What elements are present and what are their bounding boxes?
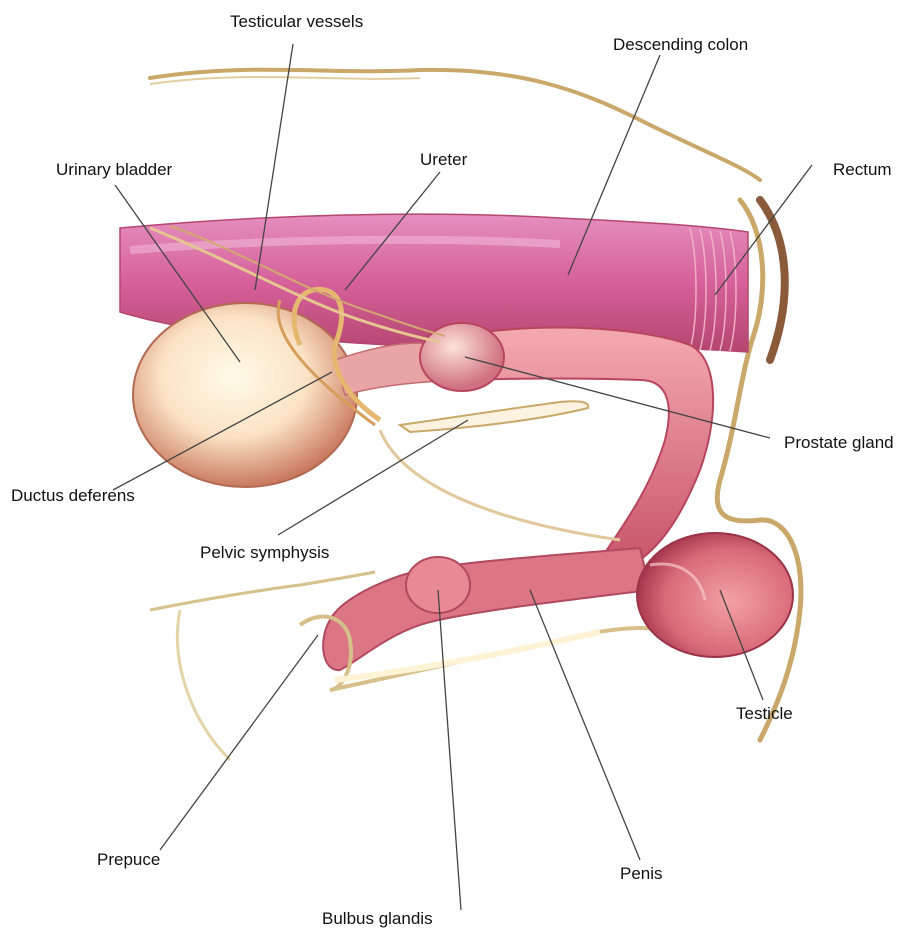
urinary-bladder-shape bbox=[133, 303, 357, 487]
leader-prepuce bbox=[160, 635, 318, 850]
label-rectum: Rectum bbox=[833, 160, 892, 180]
label-penis: Penis bbox=[620, 864, 663, 884]
ventral-outline bbox=[150, 572, 375, 610]
label-prepuce: Prepuce bbox=[97, 850, 160, 870]
label-urinary-bladder: Urinary bladder bbox=[56, 160, 172, 180]
label-prostate-gland: Prostate gland bbox=[784, 433, 894, 453]
label-bulbus-glandis: Bulbus glandis bbox=[322, 909, 433, 929]
pelvic-symphysis-shape bbox=[400, 401, 588, 432]
penis-shape bbox=[323, 548, 650, 670]
label-ureter: Ureter bbox=[420, 150, 467, 170]
bulbus-glandis-shape bbox=[406, 557, 470, 613]
label-pelvic-symphysis: Pelvic symphysis bbox=[200, 543, 329, 563]
label-testicular-vessels: Testicular vessels bbox=[230, 12, 363, 32]
testicle-shape bbox=[637, 533, 793, 657]
label-descending-colon: Descending colon bbox=[613, 35, 748, 55]
leader-bulbus-glandis bbox=[438, 590, 461, 910]
label-ductus-deferens: Ductus deferens bbox=[11, 486, 135, 506]
label-testicle: Testicle bbox=[736, 704, 793, 724]
